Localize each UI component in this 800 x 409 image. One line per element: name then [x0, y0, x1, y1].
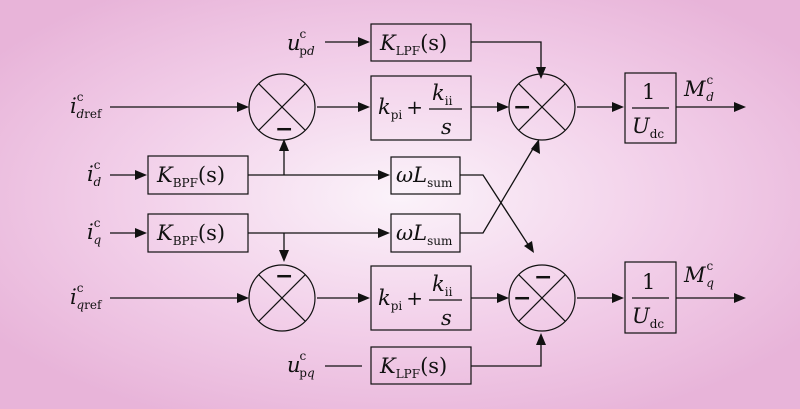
pi-block-top: kpi+ kii s: [370, 75, 472, 141]
arrowheads: [135, 37, 746, 345]
minus-sign: −: [275, 263, 293, 289]
omega-l-block-d: ωLsum: [390, 156, 461, 195]
svg-text:ωLsum: ωLsum: [396, 163, 453, 190]
svg-text:kpi+: kpi+: [378, 286, 423, 313]
svg-text:kii: kii: [432, 272, 453, 299]
minus-sign: −: [513, 285, 531, 311]
svg-text:kii: kii: [432, 81, 453, 108]
udc-block-bottom: 1 Udc: [624, 261, 677, 334]
minus-sign: −: [275, 116, 293, 142]
bpf-block-q: KBPF(s): [147, 213, 249, 253]
bpf-block-d: KBPF(s): [147, 155, 249, 195]
minus-sign: −: [513, 94, 531, 120]
svg-text:ωLsum: ωLsum: [396, 221, 453, 248]
svg-text:kpi+: kpi+: [378, 95, 423, 122]
svg-text:KLPF(s): KLPF(s): [379, 354, 447, 381]
svg-text:1: 1: [642, 270, 655, 294]
lpf-block-top: KLPF(s): [370, 23, 472, 62]
minus-sign: −: [534, 264, 552, 290]
pi-block-bottom: kpi+ kii s: [370, 265, 472, 331]
svg-text:Udc: Udc: [632, 114, 664, 141]
lpf-block-bottom: KLPF(s): [370, 346, 472, 385]
svg-text:KBPF(s): KBPF(s): [156, 221, 225, 248]
udc-block-top: 1 Udc: [624, 72, 677, 144]
svg-text:Udc: Udc: [632, 304, 664, 331]
svg-text:s: s: [441, 115, 452, 139]
signal-wires: [110, 41, 736, 367]
svg-text:s: s: [441, 306, 452, 330]
omega-l-block-q: ωLsum: [390, 213, 461, 253]
svg-text:1: 1: [642, 80, 655, 104]
svg-text:KLPF(s): KLPF(s): [379, 31, 447, 58]
svg-text:KBPF(s): KBPF(s): [156, 163, 225, 190]
